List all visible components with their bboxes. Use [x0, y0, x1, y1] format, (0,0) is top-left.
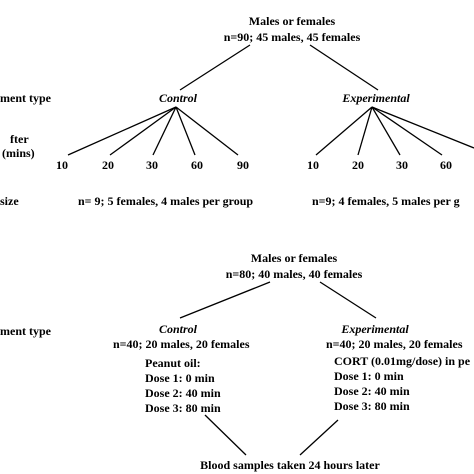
edge-control-30: [152, 106, 177, 156]
diagram-b-footer: Blood samples taken 24 hours later: [200, 458, 380, 472]
diagram-b-experimental-dose-2: Dose 2: 40 min: [334, 384, 410, 398]
diagram-a-root-sub: n=90; 45 males, 45 females: [223, 30, 361, 44]
diagram-a-row-label-time-2: (mins): [2, 146, 35, 160]
diagram-b-control-node: Control: [158, 322, 198, 336]
diagram-a-row-label-size: size: [0, 194, 19, 208]
diagram-b-experimental-drug: CORT (0.01mg/dose) in pe: [334, 354, 471, 368]
edge-control-footer: [204, 414, 247, 456]
diagram-a-control-node: Control: [158, 91, 198, 105]
diagram-a-experimental-group-size: n=9; 4 females, 5 males per g: [312, 194, 460, 208]
edge-root-control-b: [179, 281, 271, 319]
diagram-b-experimental-group-size: n=40; 20 males, 20 females: [326, 337, 463, 351]
diagram-a-experimental-time-60: 60: [440, 158, 452, 172]
edge-experimental-cut: [371, 106, 474, 149]
diagram-b-control-dose-1: Dose 1: 0 min: [145, 371, 215, 385]
diagram-b-experimental-node: Experimental: [341, 322, 409, 336]
diagram-b-experimental-dose-1: Dose 1: 0 min: [334, 369, 404, 383]
diagram-a-control-time-30: 30: [146, 158, 158, 172]
edge-control-20: [109, 106, 177, 156]
edge-experimental-60: [371, 106, 443, 156]
diagram-a-root-title: Males or females: [248, 14, 336, 28]
diagram-a-experimental-time-30: 30: [396, 158, 408, 172]
edge-control-90: [175, 106, 239, 156]
diagram-b-row-label-treatment: ment type: [0, 324, 51, 338]
diagram-b-control-dosing: Peanut oil: Dose 1: 0 min Dose 2: 40 min…: [145, 356, 221, 416]
diagram-b-root-sub: n=80; 40 males, 40 females: [225, 267, 363, 281]
diagram-b-control-dose-3: Dose 3: 80 min: [145, 401, 221, 415]
edge-control-10: [67, 106, 177, 156]
diagram-a-experimental-node: Experimental: [342, 91, 410, 105]
diagram-a-row-label-time-1: fter: [10, 132, 29, 146]
edge-experimental-20: [357, 106, 373, 156]
edge-root-experimental-a: [309, 44, 379, 91]
diagram-a-control-time-60: 60: [191, 158, 203, 172]
diagram-a-control-time-10: 10: [56, 158, 68, 172]
diagram-a-control-time-90: 90: [237, 158, 249, 172]
diagram-b-root-title: Males or females: [250, 251, 338, 265]
edge-root-experimental-b: [319, 281, 377, 319]
edge-experimental-footer: [299, 419, 339, 456]
diagram-a-row-label-treatment: ment type: [0, 91, 51, 105]
diagram-a-experimental-time-10: 10: [307, 158, 319, 172]
diagram-a-experimental-time-20: 20: [352, 158, 364, 172]
diagram-b-experimental-dose-3: Dose 3: 80 min: [334, 399, 410, 413]
diagram-b-experimental-dosing: CORT (0.01mg/dose) in pe Dose 1: 0 min D…: [334, 354, 470, 414]
diagram-b-control-dose-2: Dose 2: 40 min: [145, 386, 221, 400]
edge-experimental-30: [371, 106, 401, 156]
diagram-a-control-time-20: 20: [102, 158, 114, 172]
edge-root-control-a: [179, 44, 251, 91]
diagram-b-control-drug: Peanut oil:: [145, 356, 201, 370]
diagram-a-control-group-size: n= 9; 5 females, 4 males per group: [78, 194, 254, 208]
edge-control-60: [175, 106, 196, 156]
edge-experimental-10: [315, 106, 373, 156]
diagram-b-control-group-size: n=40; 20 males, 20 females: [113, 337, 250, 351]
